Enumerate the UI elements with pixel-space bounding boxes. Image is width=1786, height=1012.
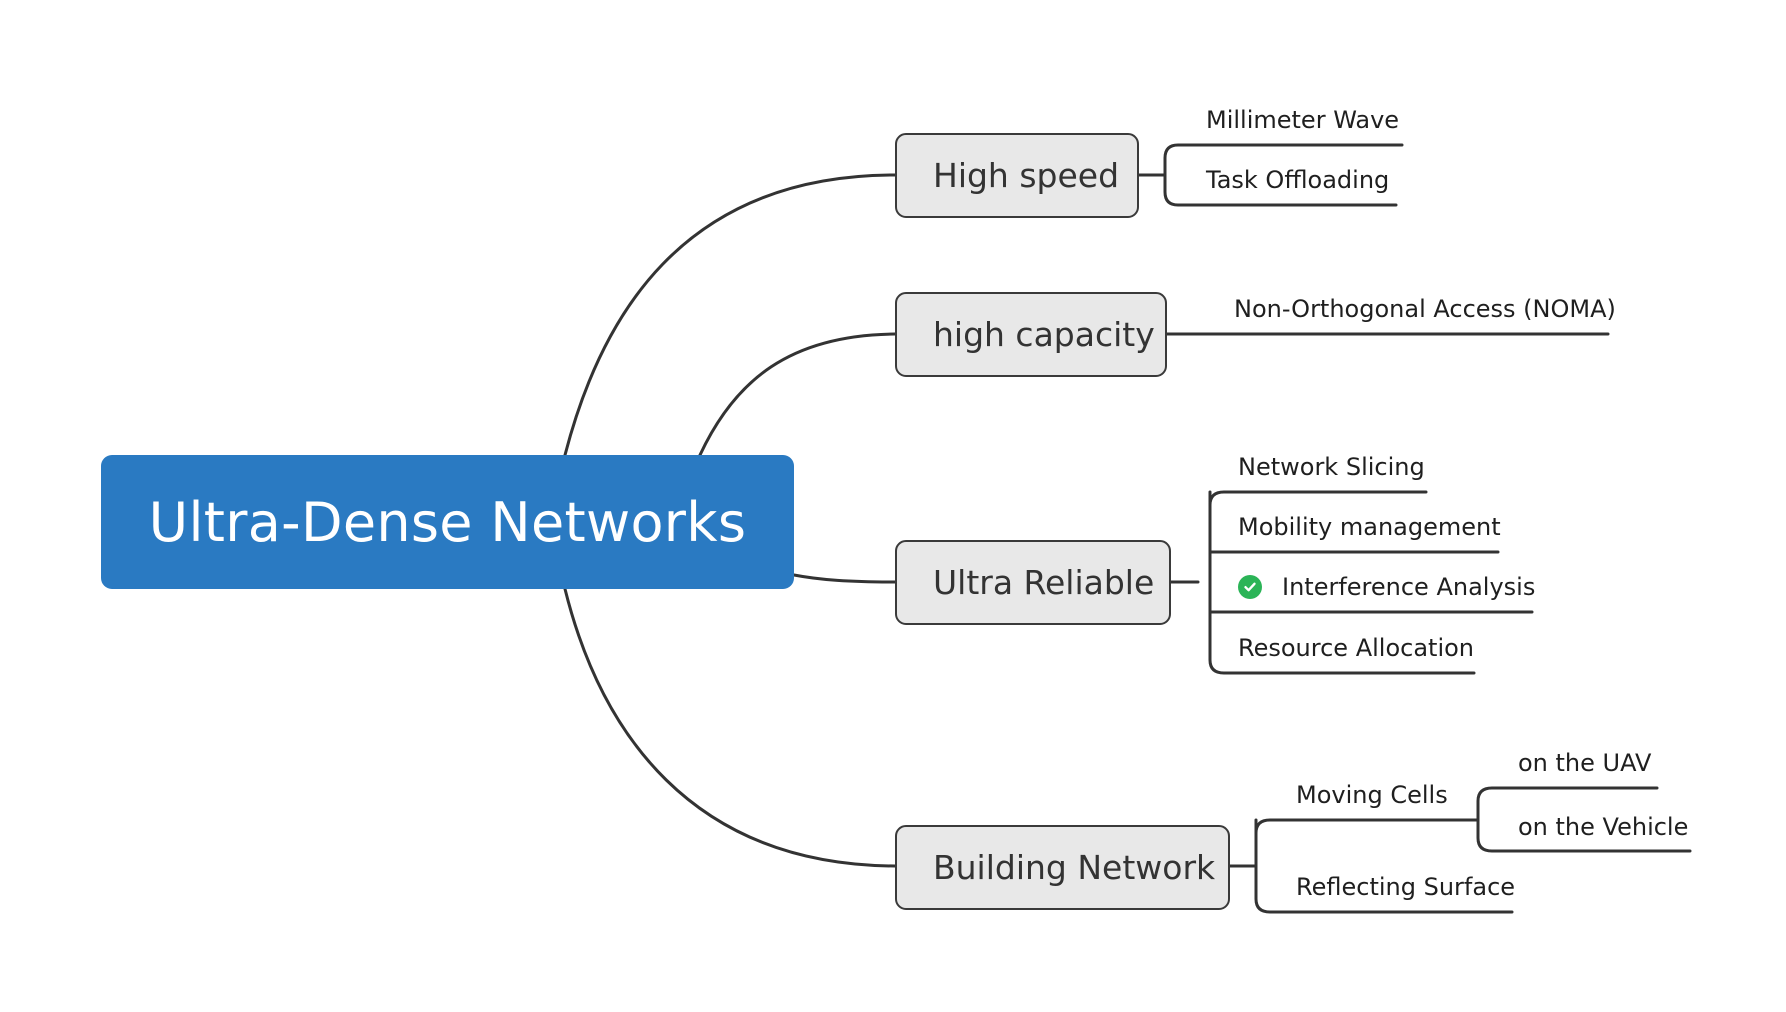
connector-ultra-reliable-bracket: [1208, 490, 1476, 675]
branch-label: Ultra Reliable: [933, 563, 1155, 602]
root-topic[interactable]: Ultra-Dense Networks: [101, 455, 794, 589]
subtopic-noma[interactable]: Non-Orthogonal Access (NOMA): [1234, 295, 1616, 323]
branch-label: Building Network: [933, 848, 1216, 887]
connector-root-high-speed: [563, 173, 897, 457]
connector-high-speed-bracket: [1163, 143, 1398, 207]
connector-building-network-bracket: [1254, 818, 1514, 914]
connector-ultra-reliable-top: [1208, 490, 1428, 507]
subtopic-mobility-management[interactable]: Mobility management: [1238, 513, 1501, 541]
branch-building-network[interactable]: Building Network: [895, 825, 1230, 910]
subtopic-millimeter-wave[interactable]: Millimeter Wave: [1206, 106, 1400, 134]
subtopic-resource-allocation[interactable]: Resource Allocation: [1238, 634, 1475, 662]
connector-moving-cells-top: [1476, 786, 1659, 822]
subtopic-moving-cells[interactable]: Moving Cells: [1296, 781, 1448, 809]
branch-high-speed[interactable]: High speed: [895, 133, 1139, 218]
subtopic-interference-analysis[interactable]: Interference Analysis: [1282, 573, 1536, 601]
branch-label: High speed: [933, 156, 1120, 195]
subtopic-on-the-uav[interactable]: on the UAV: [1518, 749, 1652, 777]
branch-label: high capacity: [933, 315, 1155, 354]
branch-ultra-reliable[interactable]: Ultra Reliable: [895, 540, 1171, 625]
branch-high-capacity[interactable]: high capacity: [895, 292, 1167, 377]
connector-root-building-network: [563, 587, 897, 868]
subtopic-task-offloading[interactable]: Task Offloading: [1206, 166, 1390, 194]
subtopic-reflecting-surface[interactable]: Reflecting Surface: [1296, 873, 1516, 901]
subtopic-network-slicing[interactable]: Network Slicing: [1238, 453, 1425, 481]
root-topic-label: Ultra-Dense Networks: [148, 490, 747, 554]
check-circle-icon: [1238, 575, 1262, 599]
connector-building-network-top: [1254, 818, 1480, 835]
checkmark-icon: [1244, 582, 1256, 592]
connector-moving-cells-bracket: [1476, 818, 1692, 853]
connector-root-high-capacity: [698, 332, 897, 457]
subtopic-on-the-vehicle[interactable]: on the Vehicle: [1518, 813, 1689, 841]
connector-root-ultra-reliable: [792, 573, 897, 584]
